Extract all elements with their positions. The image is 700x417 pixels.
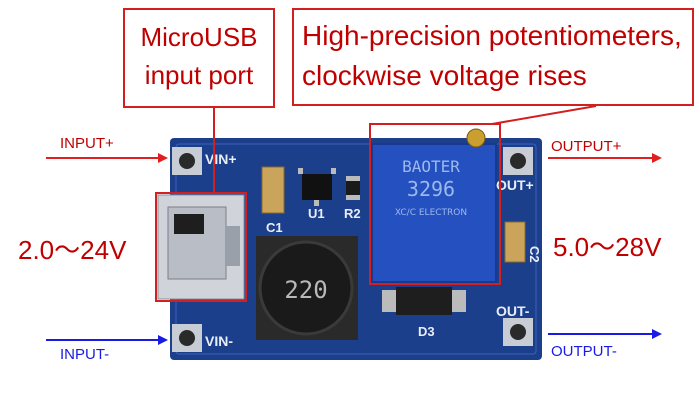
silk-vin-plus: VIN+ — [205, 151, 237, 167]
pot-brand: BAOTER — [402, 157, 460, 176]
potentiometer: BAOTER 3296 XC/C ELECTRON — [371, 128, 497, 283]
chip-u1 — [302, 174, 332, 200]
silk-out-minus: OUT- — [496, 303, 530, 319]
input-minus-arrow — [46, 335, 168, 345]
microusb-callout-line1: MicroUSB — [140, 22, 258, 52]
input-plus-label: INPUT+ — [60, 135, 114, 152]
diode-d3 — [382, 287, 466, 315]
capacitor-c1 — [261, 166, 285, 214]
input-minus-label: INPUT- — [60, 346, 110, 363]
inductor-label: 220 — [284, 276, 327, 304]
output-voltage-range: 5.0～28V — [553, 232, 662, 262]
silk-vin-minus: VIN- — [205, 333, 233, 349]
pad-vin-plus — [172, 147, 202, 175]
potentiometer-callout: High-precision potentiometers, clockwise… — [292, 8, 694, 106]
output-plus-label: OUTPUT+ — [551, 138, 622, 155]
silk-d3: D3 — [418, 324, 435, 339]
silk-out-plus: OUT+ — [496, 177, 534, 193]
potentiometer-callout-line1: High-precision potentiometers, — [302, 20, 682, 51]
pad-out-minus — [503, 318, 533, 346]
pot-leader-line — [491, 105, 597, 125]
microusb-callout: MicroUSB input port — [123, 8, 275, 108]
resistor-r2 — [346, 176, 360, 200]
silk-c2: C2 — [527, 246, 542, 263]
pad-out-plus — [503, 147, 533, 175]
inductor: 220 — [256, 236, 358, 340]
microusb-callout-line2: input port — [144, 60, 254, 90]
capacitor-c2 — [504, 221, 526, 263]
output-minus-arrow — [548, 329, 662, 339]
pad-vin-minus — [172, 324, 202, 352]
output-plus-arrow — [548, 153, 662, 163]
output-minus-label: OUTPUT- — [551, 343, 617, 360]
pot-model: 3296 — [407, 177, 455, 201]
silk-c1: C1 — [266, 220, 283, 235]
potentiometer-callout-line2: clockwise voltage rises — [302, 60, 587, 91]
pot-sub: XC/C ELECTRON — [395, 208, 467, 218]
input-plus-arrow — [46, 153, 168, 163]
input-voltage-range: 2.0～24V — [18, 235, 127, 265]
silk-r2: R2 — [344, 206, 361, 221]
silk-u1: U1 — [308, 206, 325, 221]
pot-highlight-box — [369, 123, 501, 285]
micro-usb-connector — [157, 194, 245, 300]
usb-highlight-box — [155, 192, 247, 302]
